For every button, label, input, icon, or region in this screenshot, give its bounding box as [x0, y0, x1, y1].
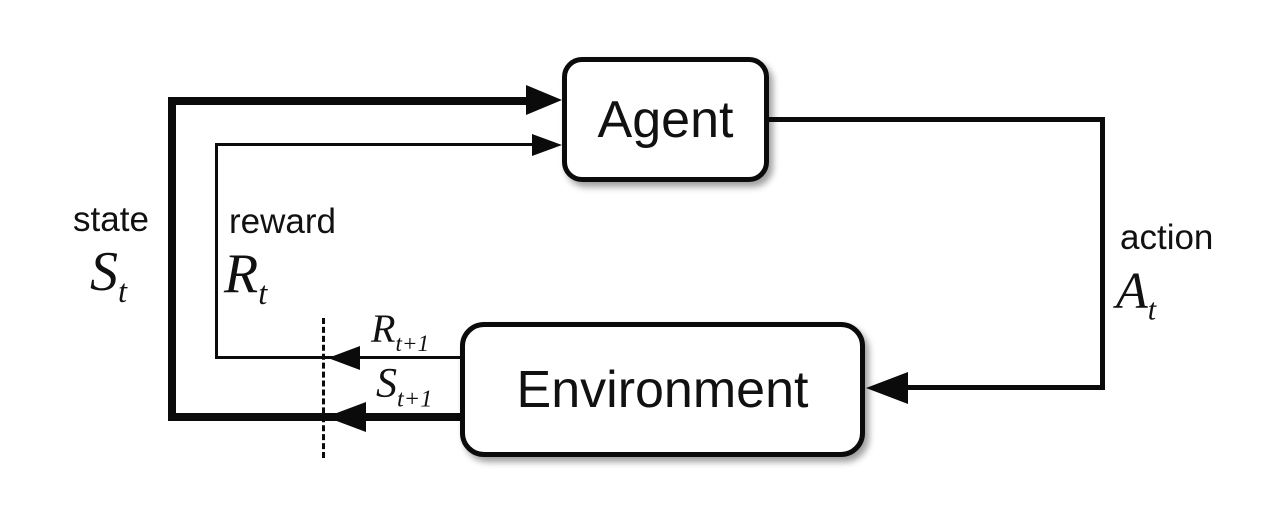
reward-symbol-main: R	[224, 243, 259, 305]
next-reward-arrowhead-icon	[328, 346, 360, 370]
reward-arrow-segment-top	[215, 143, 532, 146]
state-symbol-label: St	[90, 244, 127, 309]
state-symbol-main: S	[90, 241, 118, 303]
action-symbol-label: At	[1116, 266, 1156, 325]
agent-node: Agent	[562, 57, 769, 182]
action-symbol-main: A	[1116, 263, 1148, 320]
action-word-label: action	[1120, 218, 1214, 257]
environment-node-label: Environment	[516, 360, 809, 419]
state-word-label: state	[73, 200, 149, 239]
action-arrow-segment-top	[769, 117, 1105, 122]
next-reward-symbol-main: R	[371, 306, 396, 351]
action-symbol-subscript: t	[1147, 292, 1157, 327]
next-state-arrow-segment-bottom	[168, 413, 462, 421]
reward-symbol-label: Rt	[224, 246, 267, 311]
reward-to-agent-arrowhead-icon	[532, 134, 562, 156]
action-to-environment-arrowhead-icon	[866, 372, 908, 404]
next-state-symbol-subscript: t+1	[397, 385, 433, 413]
time-boundary-dashed-line	[322, 318, 325, 458]
state-symbol-subscript: t	[118, 274, 128, 311]
next-reward-symbol-subscript: t+1	[395, 331, 430, 357]
reward-word-label: reward	[229, 202, 336, 241]
environment-node: Environment	[460, 322, 865, 457]
state-arrow-segment-top	[168, 97, 526, 105]
agent-node-label: Agent	[597, 90, 734, 149]
state-arrow-segment-left	[168, 97, 176, 421]
reward-arrow-segment-left	[215, 143, 218, 359]
next-reward-symbol-label: Rt+1	[371, 309, 429, 356]
reward-symbol-subscript: t	[258, 276, 268, 313]
next-state-arrowhead-icon	[326, 402, 366, 432]
action-arrow-segment-bottom	[908, 385, 1105, 390]
state-to-agent-arrowhead-icon	[526, 85, 562, 115]
action-arrow-segment-right	[1100, 117, 1105, 390]
next-state-symbol-main: S	[376, 361, 397, 407]
next-state-symbol-label: St+1	[376, 363, 432, 412]
